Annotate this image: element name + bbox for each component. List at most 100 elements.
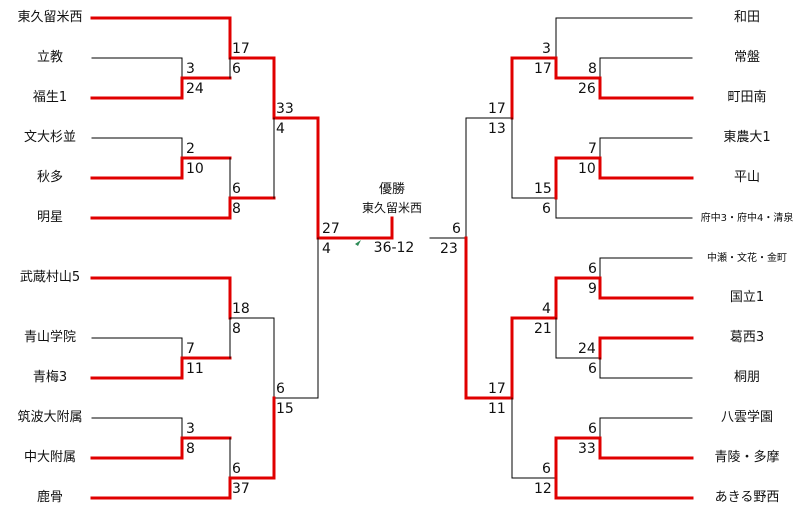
score-final-right: 6	[452, 221, 461, 237]
score-final-right-low: 23	[440, 241, 458, 257]
winner-path-8	[90, 16, 276, 60]
score-left-sf-1a: 33	[276, 101, 294, 117]
team-right-1: 和田	[733, 10, 760, 25]
score-left-r1-1b: 24	[186, 81, 204, 97]
score-right-r1-2b: 10	[578, 161, 596, 177]
winner-path-42	[598, 156, 694, 180]
winner-path-1	[90, 76, 232, 100]
winner-path-5	[90, 356, 232, 380]
score-right-r2-2b: 6	[542, 201, 551, 217]
team-left-4: 文大杉並	[23, 130, 76, 145]
team-right-10: 桐朋	[733, 370, 760, 385]
score-left-r2-3b: 8	[232, 321, 241, 337]
score-right-r2-3b: 21	[534, 321, 552, 337]
score-right-r2-1a: 3	[542, 41, 551, 57]
team-right-9: 葛西3	[729, 330, 765, 345]
team-left-2: 立教	[36, 50, 63, 65]
score-right-r1-1b: 26	[578, 81, 596, 97]
team-right-2: 常盤	[733, 50, 760, 65]
score-right-sf-2a: 17	[488, 381, 506, 397]
score-left-sf-1b: 4	[276, 121, 285, 137]
winner-path-36	[598, 76, 694, 100]
winner-path-56	[598, 436, 694, 460]
team-right-4: 東農大1	[723, 130, 771, 145]
team-left-8: 青山学院	[23, 330, 76, 345]
bracket-line-48	[555, 317, 601, 359]
team-left-9: 青梅3	[32, 370, 68, 385]
score-right-r1-5a: 6	[588, 421, 597, 437]
winner-path-47	[598, 276, 694, 300]
team-left-11: 中大附属	[23, 450, 76, 465]
score-right-r1-5b: 33	[578, 441, 596, 457]
team-left-3: 福生1	[32, 90, 68, 105]
score-left-r1-3b: 11	[186, 361, 204, 377]
score-right-r1-4a: 24	[578, 341, 596, 357]
score-right-r1-4b: 6	[588, 361, 597, 377]
score-right-r1-3a: 6	[588, 261, 597, 277]
winner-path-11	[90, 196, 276, 220]
score-right-r1-2a: 7	[588, 141, 597, 157]
score-left-r2-2b: 8	[232, 201, 241, 217]
team-right-7: 中瀬・文花・金町	[707, 253, 787, 264]
bracket-line-37	[555, 197, 693, 219]
champion-name: 東久留米西	[361, 201, 422, 215]
score-right-r2-2a: 15	[534, 181, 552, 197]
team-right-12: 青陵・多摩	[714, 450, 780, 465]
winner-path-15	[90, 476, 276, 500]
score-right-r2-3a: 4	[542, 301, 551, 317]
score-left-r1-4a: 3	[186, 421, 195, 437]
score-final-left-low: 4	[322, 241, 331, 257]
score-left-r1-3a: 7	[186, 341, 195, 357]
team-left-12: 鹿骨	[36, 490, 63, 505]
winner-path-7	[90, 436, 232, 460]
winner-path-29	[510, 316, 558, 400]
team-left-10: 筑波大附属	[17, 410, 83, 425]
bracket-line-4	[91, 337, 183, 359]
team-right-13: あきる野西	[714, 490, 780, 505]
team-left-7: 武蔵村山5	[19, 270, 81, 285]
winner-path-12	[90, 276, 232, 320]
team-left-1: 東久留米西	[17, 10, 83, 25]
final-marker-icon	[355, 240, 361, 246]
team-right-5: 平山	[733, 170, 760, 185]
team-right-6: 府中3・府中4・清泉	[700, 213, 794, 224]
score-right-r2-4a: 6	[542, 461, 551, 477]
score-left-r2-1b: 6	[232, 61, 241, 77]
bracket-line-30	[511, 397, 557, 479]
winner-path-26	[464, 236, 514, 400]
bracket-line-6	[91, 417, 183, 439]
score-left-r1-4b: 8	[186, 441, 195, 457]
team-right-11: 八雲学園	[720, 410, 773, 425]
bracket-line-2	[91, 137, 183, 159]
score-left-r2-1a: 17	[232, 41, 250, 57]
winner-path-3	[90, 156, 232, 180]
score-right-sf-1b: 13	[488, 121, 506, 137]
score-right-r1-1a: 8	[588, 61, 597, 77]
score-left-r1-2b: 10	[186, 161, 204, 177]
score-final-left: 27	[322, 221, 340, 237]
bracket-line-51	[599, 357, 693, 379]
team-right-3: 町田南	[727, 90, 767, 105]
winner-path-33	[554, 56, 602, 80]
team-left-6: 明星	[36, 210, 63, 225]
bracket-line-28	[511, 117, 557, 199]
score-right-r2-1b: 17	[534, 61, 552, 77]
champion-label: 優勝	[378, 182, 405, 197]
score-left-r2-4b: 37	[232, 481, 250, 497]
score-right-sf-2b: 11	[488, 401, 506, 417]
score-right-sf-1a: 17	[488, 101, 506, 117]
score-left-r1-2a: 2	[186, 141, 195, 157]
team-left-5: 秋多	[36, 170, 63, 185]
bracket-line-25	[465, 117, 513, 239]
score-left-sf-2a: 6	[276, 381, 285, 397]
score-left-r2-2a: 6	[232, 181, 241, 197]
score-left-r2-3a: 18	[232, 301, 250, 317]
score-left-r1-1a: 3	[186, 61, 195, 77]
score-right-r2-4b: 12	[534, 481, 552, 497]
team-right-8: 国立1	[729, 290, 765, 305]
score-right-r1-3b: 9	[588, 281, 597, 297]
bracket-line-0	[91, 57, 183, 79]
score-left-r2-4a: 6	[232, 461, 241, 477]
